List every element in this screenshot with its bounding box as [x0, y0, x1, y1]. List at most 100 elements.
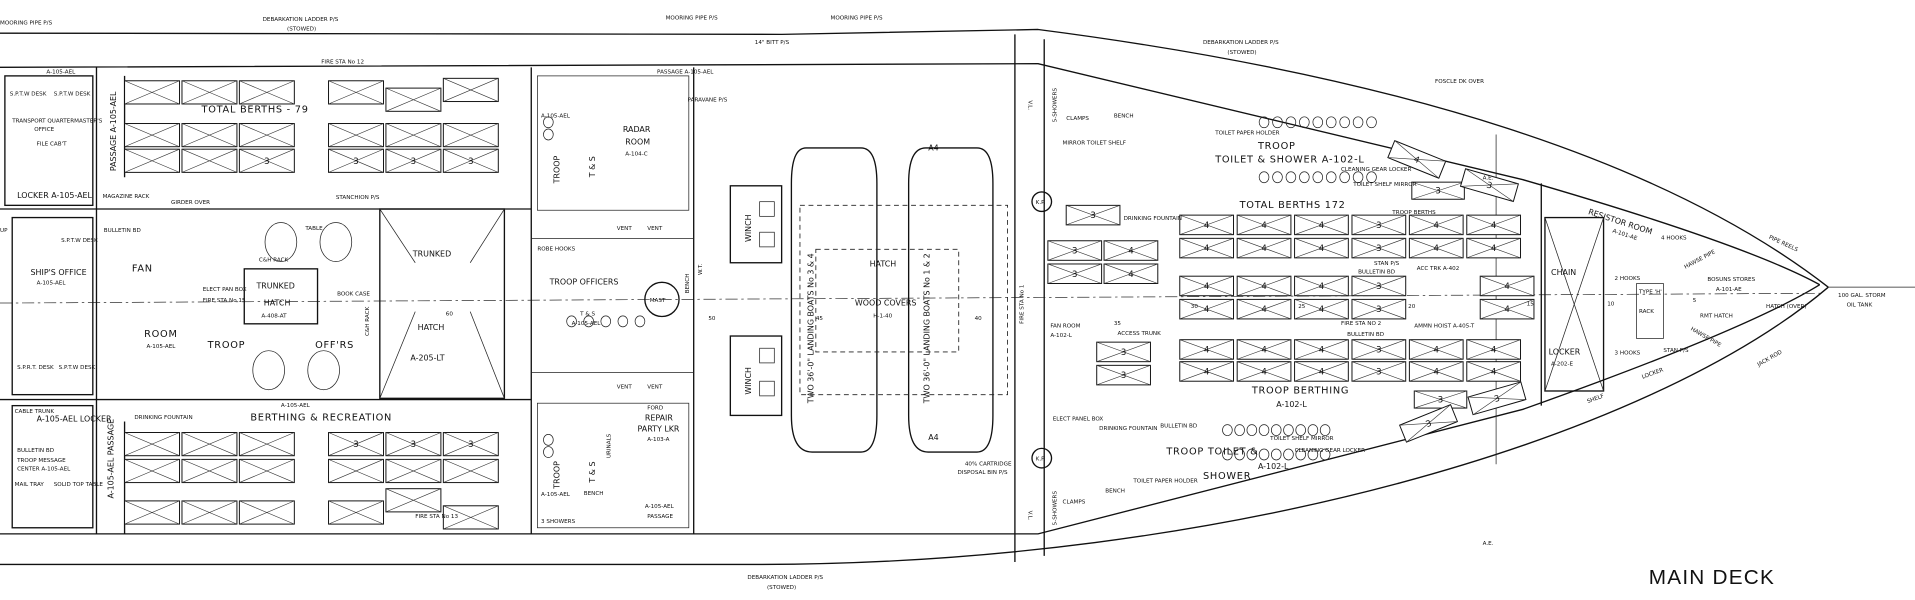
berth-cross: [124, 432, 180, 456]
label-desk: S.P.R.T. DESK: [17, 365, 54, 371]
berth-count: 4: [1261, 367, 1266, 377]
label-foscle: FOSCLE DK OVER: [1435, 79, 1484, 85]
berth-count: 3: [1121, 348, 1126, 358]
label-table: TABLE: [304, 226, 323, 232]
toilet-icon: [1319, 448, 1331, 461]
toilet-icon: [1272, 171, 1283, 184]
berth-cross: [1351, 361, 1406, 382]
toilet-icon: [1283, 448, 1294, 461]
berth-count: 4: [1491, 244, 1496, 254]
label-frame-number: 5: [1693, 298, 1697, 304]
label-drinking-fountain: DRINKING FOUNTAIN: [134, 415, 192, 421]
berth: [238, 123, 295, 148]
berth-cross: [1466, 339, 1521, 360]
label-troop: TROOP: [552, 156, 561, 185]
berth: 4: [1408, 361, 1464, 382]
label-storm-oil-tank: OIL TANK: [1847, 303, 1873, 309]
toilet-icon: [1319, 424, 1331, 436]
berth-count: 3: [1072, 247, 1077, 257]
label-mooring-pipe: MOORING PIPE P/S: [0, 21, 53, 27]
berth-cross: [385, 87, 442, 112]
chain-locker: [1544, 216, 1664, 392]
berth: 3: [1047, 240, 1103, 261]
berth: 3: [1096, 364, 1151, 386]
toilet-icon: [1271, 448, 1282, 461]
berth-cross: [1237, 339, 1292, 360]
berth-cross: [1096, 365, 1151, 386]
toilet-icon: [1325, 116, 1337, 129]
toilet-icon: [1258, 448, 1270, 461]
drawing-title: MAIN DECK: [1649, 566, 1775, 589]
label-desk: S.P.T.W DESK: [59, 365, 96, 371]
toilet-icon: [543, 446, 554, 458]
winch-lower: [729, 335, 783, 417]
toilet-icon: [1339, 116, 1350, 129]
label-frame-number: 45: [816, 316, 824, 322]
berth: 4: [1479, 275, 1535, 297]
berth-cross: [181, 432, 238, 456]
label-trunked: TRUNKED: [412, 250, 451, 259]
label-landing-boats-3-4: TWO 36'-0" LANDING BOATS No 3 & 4: [806, 253, 815, 404]
toilet-icon: [1312, 116, 1324, 129]
label-bulletin-board: BULLETIN BD: [1160, 424, 1197, 430]
label-radar-room: RADAR: [623, 125, 651, 134]
label-compartment-code: A-202-E: [1551, 361, 1573, 367]
berth-cross: [1294, 299, 1349, 320]
label-compartment-code: A-101-AE: [1716, 287, 1742, 293]
label-vent: VENT: [617, 385, 633, 391]
berth: 4: [1294, 298, 1349, 320]
berth-cross: [1460, 183, 1519, 187]
berth-cross: [1237, 275, 1292, 297]
label-troop: TROOP: [552, 461, 561, 490]
berth: 3: [1459, 168, 1519, 203]
label-desk: S.P.T.W DESK: [61, 238, 98, 244]
berth: 3: [1413, 390, 1468, 409]
label-toilet-shelf-mirror: TOILET SHELF MIRROR: [1269, 436, 1334, 442]
berth: [124, 148, 181, 173]
berth-cross: [443, 123, 499, 148]
label-cartridge-bin: DISPOSAL BIN P/S: [958, 470, 1008, 476]
label-shelf: SHELF: [1586, 393, 1605, 405]
label-fire-station: FIRE STA No 12: [321, 60, 364, 66]
berth-cross: [239, 148, 295, 173]
label-mooring-pipe: MOORING PIPE P/S: [666, 16, 719, 22]
toilet-icon: [1339, 171, 1350, 184]
label-mail-tray: MAIL TRAY: [15, 482, 45, 488]
toilet-icon: [583, 315, 594, 328]
berth-count: 3: [468, 440, 473, 450]
label-compartment-code: A-102-L: [1050, 333, 1072, 339]
toilet-icon: [1352, 171, 1364, 184]
label-bulletin-board: BULLETIN BD: [17, 448, 54, 454]
toilet-icon: [543, 128, 554, 141]
berth-count: 4: [1491, 346, 1496, 356]
berth: 4: [1103, 263, 1159, 285]
berth-count: 4: [1128, 270, 1133, 280]
berth: 3: [1351, 214, 1407, 236]
berth-count: 3: [1090, 211, 1095, 221]
label-cartridge-bin: 40% CARTRIDGE: [965, 461, 1012, 467]
labels: MOORING PIPE P/S DEBARKATION LADDER P/S …: [0, 16, 1886, 591]
berth-cross: [181, 148, 238, 173]
label-troop-officers: TROOP OFFICERS: [549, 278, 619, 287]
berth: 4: [1466, 237, 1522, 259]
label-ts: T & S: [588, 461, 597, 483]
berth-count: 4: [1204, 221, 1209, 231]
label-ae: A.E.: [1483, 541, 1494, 547]
berth: [181, 432, 238, 457]
berth-cross: [1103, 240, 1158, 261]
label-hooks: 2 HOOKS: [1615, 276, 1641, 282]
toilet-icon: [543, 433, 554, 446]
berth-count: 4: [1504, 305, 1509, 315]
berth-count: 3: [1435, 187, 1440, 197]
label-fire-station: FIRE STA No 1: [1019, 284, 1025, 324]
berth-count: 4: [1319, 221, 1324, 231]
label-hawse-pipe: HAWSE PIPE: [1689, 326, 1722, 348]
berth-cross: [1351, 339, 1406, 360]
berth: 4: [1179, 361, 1235, 382]
toilet-icon: [1283, 424, 1294, 436]
berth: 4: [1179, 298, 1235, 320]
berth-count: 4: [1319, 244, 1324, 254]
berth: 4: [1103, 240, 1159, 261]
toilet-icon: [1246, 424, 1258, 436]
